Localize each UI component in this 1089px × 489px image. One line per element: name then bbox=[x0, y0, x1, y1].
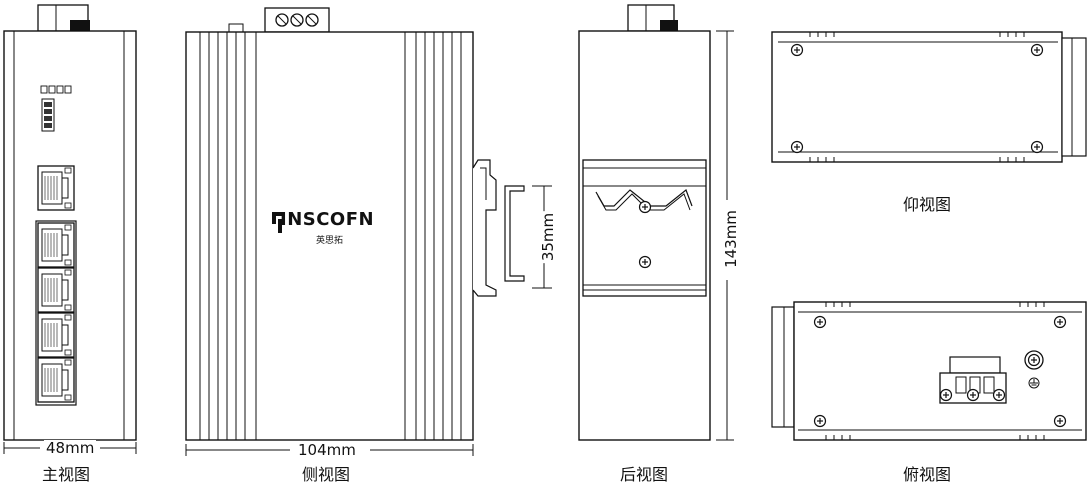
rear-rail-channel bbox=[582, 159, 707, 297]
dim-label-depth: 104mm bbox=[296, 441, 358, 459]
bottom-view bbox=[771, 31, 1087, 163]
ground-icon bbox=[1028, 377, 1040, 389]
caption-rear-view: 后视图 bbox=[620, 465, 669, 484]
side-view bbox=[185, 7, 552, 456]
dim-label-rail: 35mm bbox=[539, 210, 558, 264]
rear-view bbox=[578, 4, 734, 441]
rear-screw-1 bbox=[638, 200, 652, 214]
rj45-port-4 bbox=[37, 312, 75, 358]
rj45-port-5 bbox=[37, 357, 75, 403]
brand-name: INSCOFN bbox=[280, 209, 375, 230]
dim-label-width: 48mm bbox=[44, 439, 97, 457]
top-screw-1 bbox=[813, 315, 827, 329]
brand-logo: INSCOFN 英思拓 bbox=[270, 209, 400, 246]
bottom-screw-3 bbox=[1030, 43, 1044, 57]
top-power-terminal bbox=[939, 356, 1007, 404]
brand-subtitle: 英思拓 bbox=[316, 236, 344, 246]
brand-logo-icon bbox=[272, 212, 282, 233]
rear-spring-clip bbox=[595, 189, 693, 207]
top-screw-4 bbox=[1053, 414, 1067, 428]
caption-bottom-view: 仰视图 bbox=[903, 195, 952, 214]
front-view bbox=[3, 4, 137, 454]
rj45-port-2 bbox=[37, 222, 75, 268]
caption-top-view: 俯视图 bbox=[903, 465, 952, 484]
top-housing bbox=[793, 301, 1087, 441]
caption-side-view: 侧视图 bbox=[302, 465, 351, 484]
bottom-housing bbox=[771, 31, 1063, 163]
rear-screw-2 bbox=[638, 255, 652, 269]
top-view bbox=[771, 301, 1087, 441]
bottom-screw-2 bbox=[790, 140, 804, 154]
dim-label-height: 143mm bbox=[721, 208, 740, 270]
rj45-port-3 bbox=[37, 267, 75, 313]
bottom-screw-4 bbox=[1030, 140, 1044, 154]
bottom-screw-1 bbox=[790, 43, 804, 57]
din-rail-profile bbox=[504, 185, 525, 282]
dip-switch bbox=[40, 85, 72, 132]
top-screw-3 bbox=[1053, 315, 1067, 329]
din-clip bbox=[472, 159, 497, 297]
rj45-port-1 bbox=[37, 165, 75, 211]
caption-front-view: 主视图 bbox=[42, 465, 91, 484]
front-connector-latch bbox=[70, 20, 90, 32]
top-screw-2 bbox=[813, 414, 827, 428]
